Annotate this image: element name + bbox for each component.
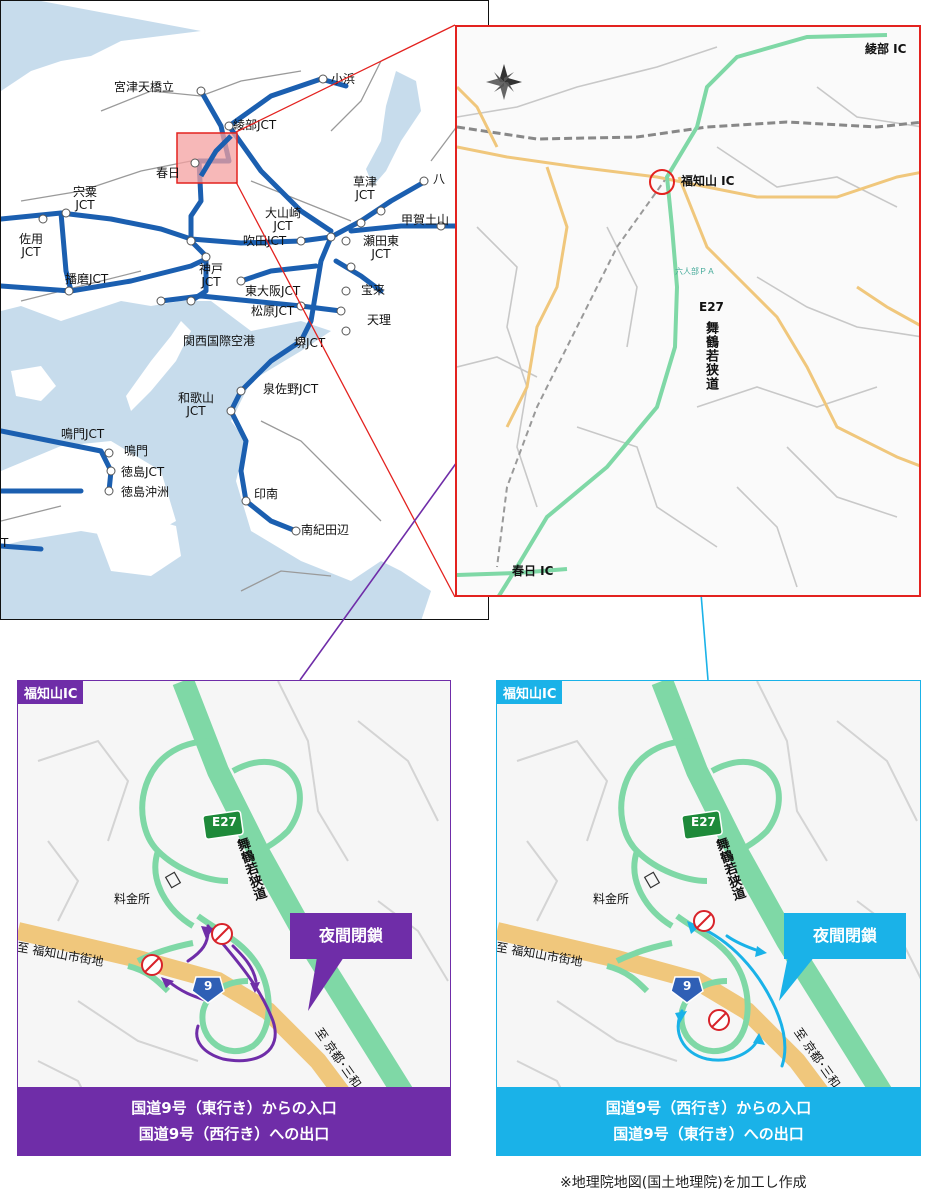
label-tokushima-oki: 徳島沖洲: [121, 485, 170, 499]
label-harima-jct: 播磨JCT: [65, 272, 109, 286]
panel-tag: 福知山IC: [497, 681, 563, 704]
label-higashiosaka-jct: 東大阪JCT: [245, 284, 301, 298]
label-kix: 関西国際空港: [183, 334, 256, 348]
night-closure-callout: 夜間閉鎖: [784, 913, 906, 959]
label-sayo-jct: 佐用 JCT: [19, 232, 44, 260]
interchange-panel-west-entrance: 福知山IC E27 舞鶴若狭道 料金所 至 福知山市街地 9 至 京都･三和 夜…: [496, 680, 921, 1156]
label-obama: 小浜: [331, 72, 356, 86]
label-kobe-jct: 神戸 JCT: [199, 262, 224, 290]
label-fukuchiyama-ic: 福知山 IC: [681, 174, 735, 188]
label-ayabe-jct: 綾部JCT: [233, 118, 277, 132]
source-footnote: ※地理院地図(国土地理院)を加工し作成: [560, 1175, 807, 1191]
panel-caption: 国道9号（東行き）からの入口 国道9号（西行き）への出口: [18, 1087, 450, 1155]
label-suita-jct: 吹田JCT: [243, 234, 287, 248]
e27-shield-label: E27: [691, 815, 716, 829]
label-kusatsu-jct: 草津 JCT: [353, 175, 378, 203]
panel-caption: 国道9号（西行き）からの入口 国道9号（東行き）への出口: [497, 1087, 920, 1155]
caption-line-1: 国道9号（東行き）からの入口: [131, 1098, 337, 1117]
closed-markers: [693, 910, 730, 1031]
label-sakai-jct: 堺JCT: [294, 336, 326, 350]
detail-map: 綾部 IC 福知山 IC 六人部ＰＡ E27 舞鶴若狭道 春日 IC: [455, 25, 921, 597]
label-inami: 印南: [254, 487, 279, 501]
label-route-code: E27: [699, 300, 724, 314]
label-naruto-jct: 鳴門JCT: [61, 427, 105, 441]
national-route-number: 9: [683, 979, 692, 993]
label-edge-t: T: [1, 536, 9, 550]
label-koka: 甲賀土山: [401, 213, 450, 227]
label-miyazu: 宮津天橋立: [114, 80, 175, 94]
caption-line-2: 国道9号（西行き）への出口: [138, 1125, 330, 1143]
label-oyamazaki-jct: 大山崎 JCT: [265, 206, 302, 234]
label-minamikii: 南紀田辺: [301, 523, 350, 537]
night-closure-callout: 夜間閉鎖: [290, 913, 412, 959]
toll-label: 料金所: [593, 892, 630, 906]
caption-line-2: 国道9号（東行き）への出口: [613, 1125, 804, 1143]
national-route-number: 9: [204, 979, 213, 993]
label-matsubara-jct: 松原JCT: [251, 304, 295, 318]
label-kasuga-ic: 春日 IC: [512, 564, 554, 578]
label-ayabe-ic: 綾部 IC: [865, 42, 907, 56]
label-tokushima-jct: 徳島JCT: [121, 465, 165, 479]
label-pa: 六人部ＰＡ: [675, 267, 715, 276]
caption-line-1: 国道9号（西行き）からの入口: [605, 1098, 812, 1117]
label-route-name: 舞鶴若狭道: [702, 321, 718, 391]
label-naruto: 鳴門: [124, 444, 149, 458]
label-hokko: 宝来: [361, 283, 386, 297]
e27-shield-label: E27: [212, 815, 237, 829]
label-izumisano-jct: 泉佐野JCT: [263, 382, 319, 396]
closed-markers: [141, 923, 233, 976]
label-kasuga: 春日: [156, 166, 181, 180]
label-wakayama-jct: 和歌山 JCT: [178, 391, 215, 419]
toll-label: 料金所: [114, 892, 151, 906]
label-ichinomiya-jct: 宍粟 JCT: [73, 185, 98, 213]
overview-map: 宮津天橋立 小浜 綾部JCT 春日 草津 JCT 八 宍粟 JCT 大山崎 JC…: [0, 0, 489, 620]
fukuchiyama-ic-marker: [649, 169, 675, 195]
panel-tag: 福知山IC: [18, 681, 84, 704]
label-seta-jct: 瀬田東 JCT: [363, 234, 400, 262]
label-hachi: 八: [433, 172, 446, 186]
compass-icon: [486, 64, 522, 100]
interchange-panel-east-entrance: 福知山IC E27 舞鶴若狭道 料金所 至 福知山市街地 9 至 京都･三和 夜…: [17, 680, 451, 1156]
label-tenri: 天理: [367, 313, 392, 327]
